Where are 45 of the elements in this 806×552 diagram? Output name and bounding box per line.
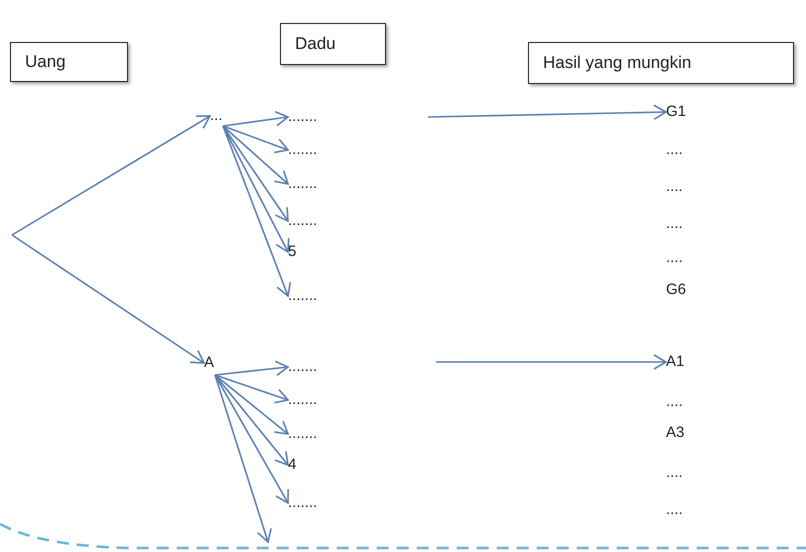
tree-label: G6 — [666, 282, 686, 298]
arrow — [214, 374, 289, 404]
tree-label: ....... — [288, 288, 318, 304]
tree-label: .... — [666, 394, 683, 410]
arrow — [222, 125, 289, 154]
arrow — [222, 110, 289, 127]
arrow — [428, 104, 667, 120]
tree-label: 5 — [288, 244, 296, 260]
arrow — [214, 374, 289, 435]
arrow — [222, 126, 289, 222]
tree-label: G1 — [666, 104, 686, 120]
tree-label: .... — [666, 142, 683, 158]
tree-label: ... — [210, 108, 223, 124]
tree-label: A1 — [666, 354, 684, 370]
tree-label: .... — [666, 178, 683, 196]
tree-label: ....... — [288, 494, 318, 512]
tree-label: A — [204, 354, 214, 372]
arrow — [222, 126, 290, 253]
arrow — [214, 360, 289, 376]
tree-label: ....... — [288, 212, 318, 230]
tree-label: ....... — [288, 392, 318, 408]
arrow — [436, 354, 667, 370]
arrow — [12, 115, 211, 236]
tree-label: ....... — [288, 426, 318, 442]
arrow — [222, 126, 292, 297]
header-box — [528, 42, 794, 84]
header-box — [280, 23, 386, 65]
header-label: Hasil yang mungkin — [543, 54, 692, 72]
arrow — [214, 374, 272, 543]
tree-label: .... — [666, 502, 683, 518]
arrow — [214, 374, 289, 504]
header-label: Dadu — [295, 34, 336, 54]
tree-label: A3 — [666, 424, 684, 442]
header-box — [10, 42, 128, 82]
arrow — [222, 125, 289, 185]
tree-label: .... — [666, 250, 683, 266]
tree-label: .... — [666, 464, 683, 482]
tree-label: .... — [666, 216, 683, 232]
tree-label: ....... — [288, 142, 318, 158]
tree-label: ....... — [288, 176, 318, 192]
arrow — [12, 234, 205, 364]
tree-label: ....... — [288, 358, 318, 376]
tree-label: ....... — [288, 108, 318, 126]
tree-label: 4 — [288, 456, 296, 474]
header-label: Uang — [25, 52, 66, 72]
